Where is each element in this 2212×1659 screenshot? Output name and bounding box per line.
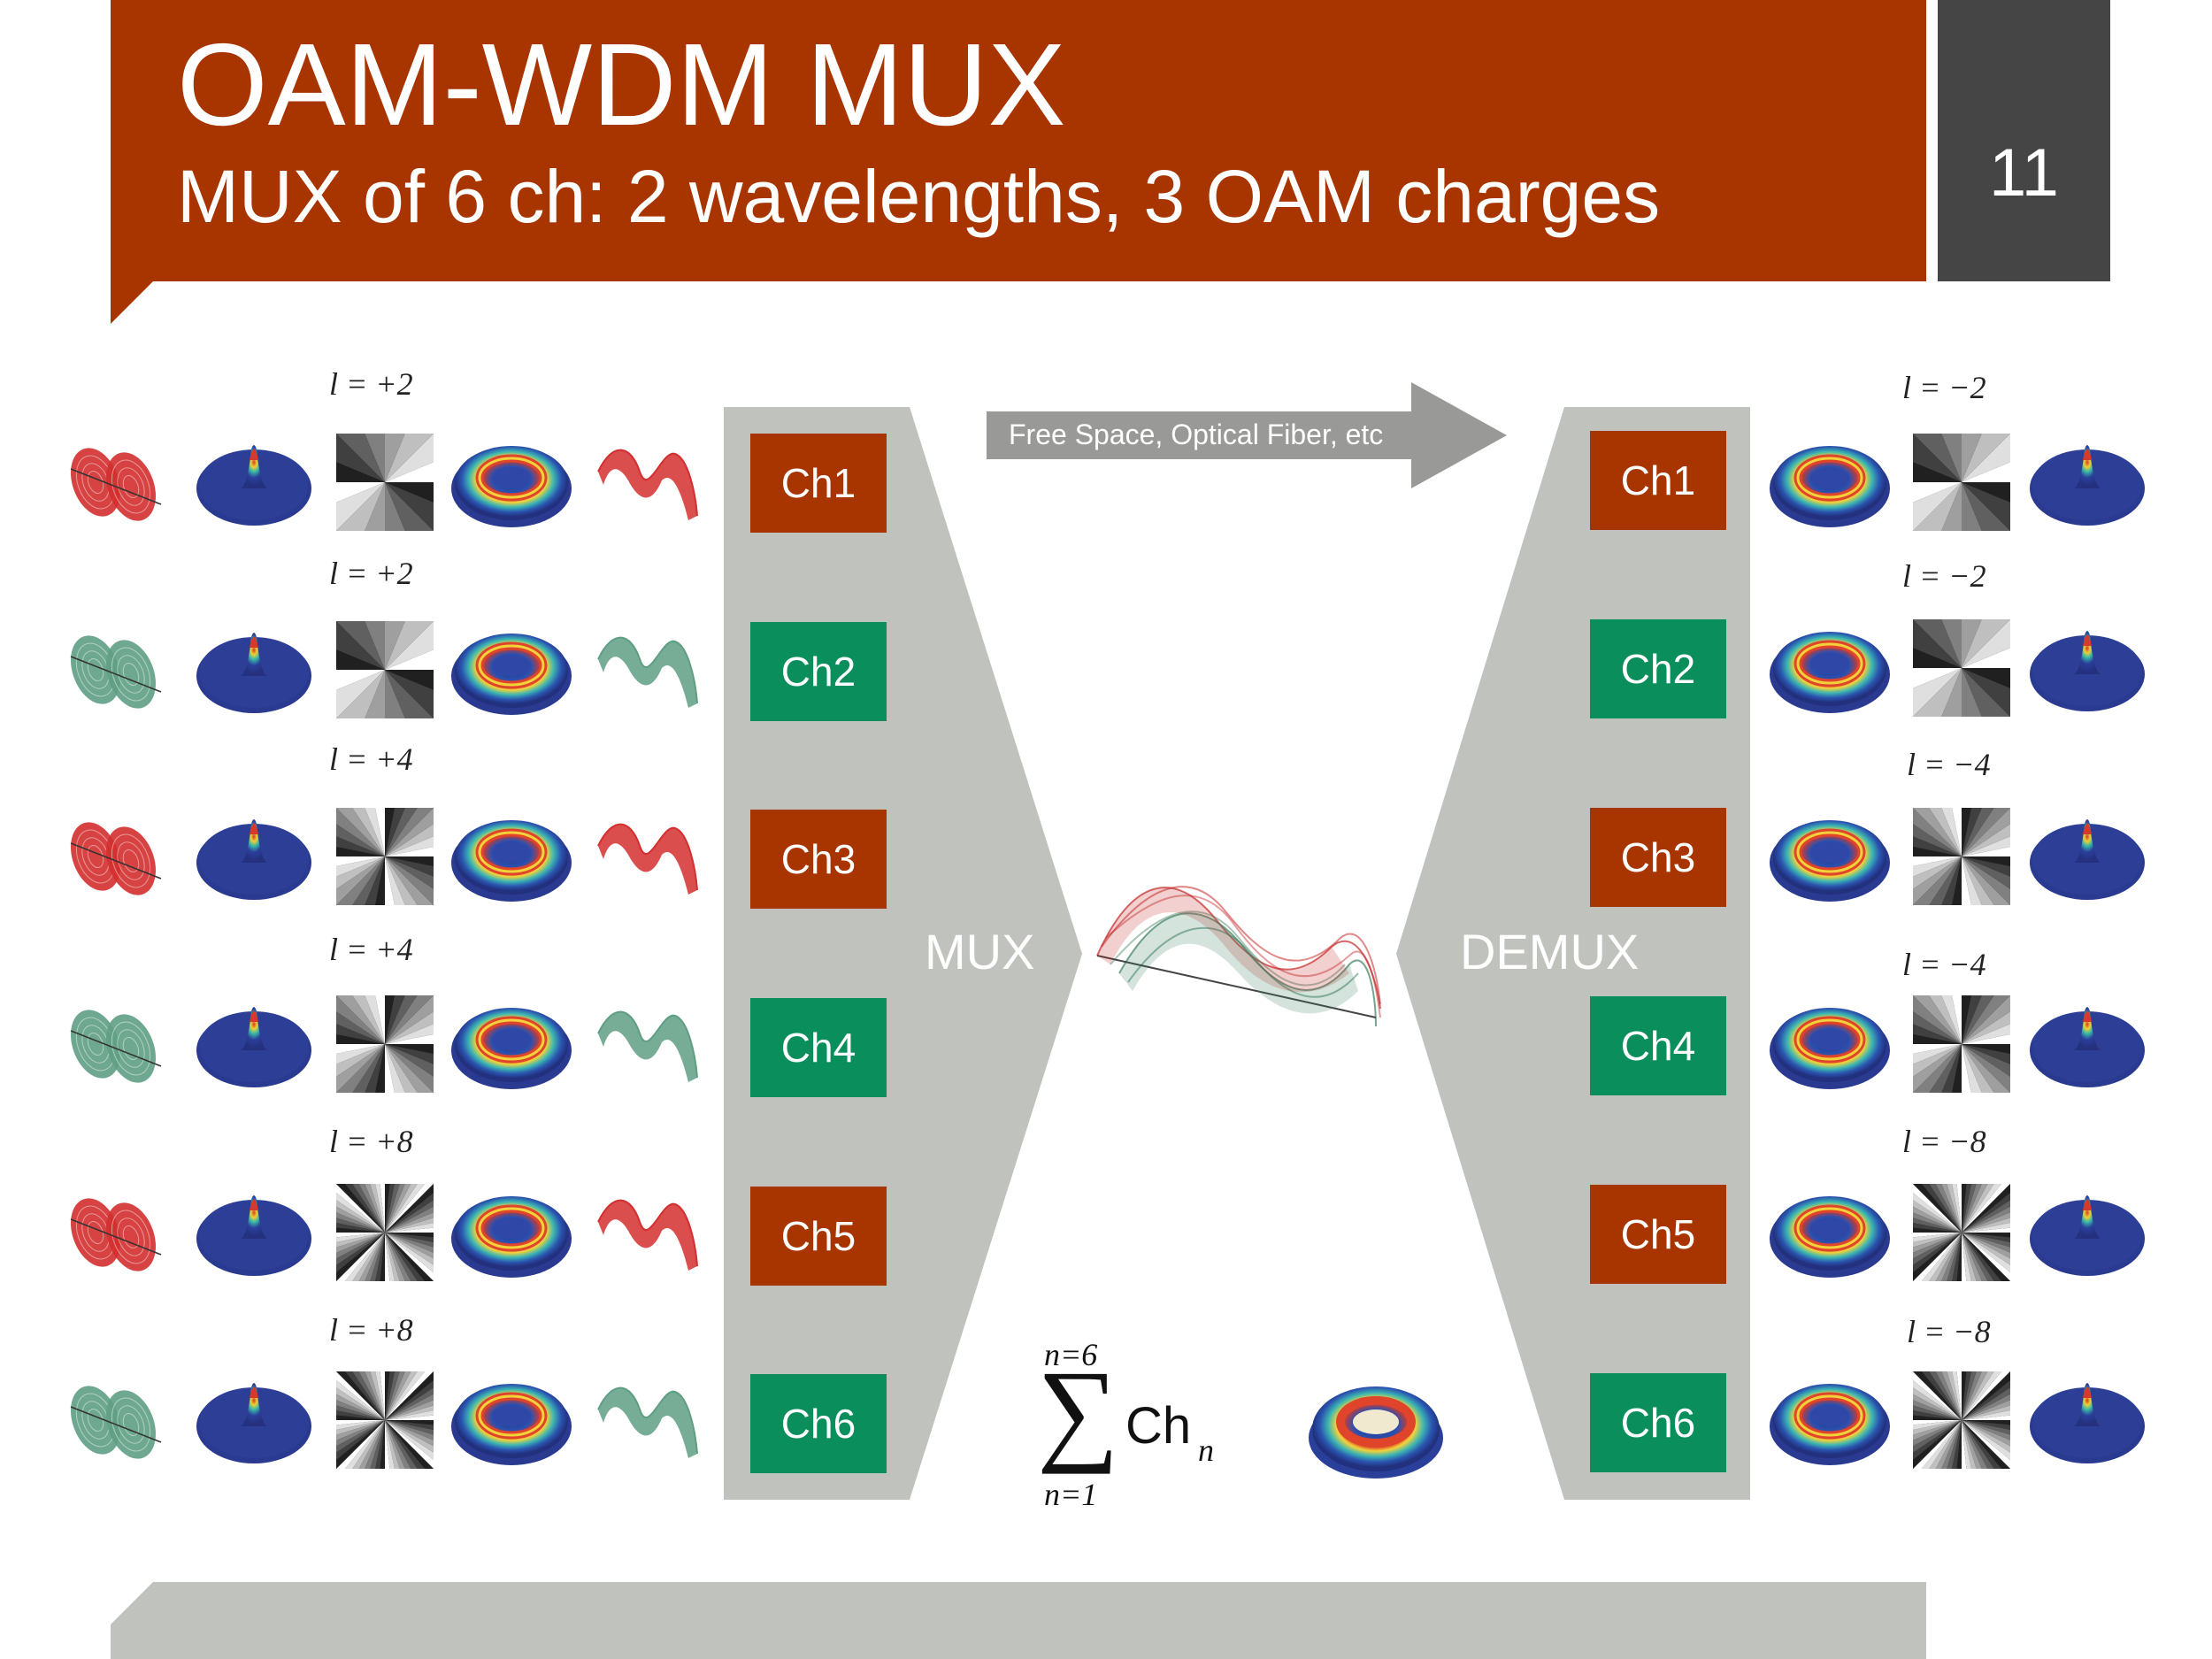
right-charge-label-2: l = −2 [1902, 558, 1986, 594]
phase-mask-icon [336, 1184, 434, 1281]
sum-symbol: ∑ [1037, 1348, 1119, 1475]
gaussian-beam-icon [2030, 445, 2145, 526]
gaussian-beam-icon [196, 1007, 311, 1087]
oam-ring-beam-icon [1770, 632, 1890, 713]
demux-channel-5: Ch5 [1590, 1185, 1726, 1284]
red-helix-icon [70, 822, 162, 895]
phase-mask-icon [336, 621, 434, 718]
phase-mask-icon [336, 995, 434, 1093]
oam-ring-beam-icon [451, 1008, 572, 1089]
footer-bar [111, 1582, 1926, 1659]
phase-mask-icon [336, 434, 434, 531]
gaussian-beam-icon [196, 1195, 311, 1276]
oam-ring-beam-icon [451, 820, 572, 902]
phase-mask-icon [1913, 995, 2010, 1093]
demux-channel-4: Ch4 [1590, 996, 1726, 1095]
slide-subtitle: MUX of 6 ch: 2 wavelengths, 3 OAM charge… [177, 155, 1661, 238]
left-charge-label-5: l = +8 [329, 1124, 413, 1159]
title-bar-tail [111, 281, 153, 324]
red-helix-icon [70, 1198, 162, 1271]
gaussian-beam-icon [2030, 1195, 2145, 1276]
demux-channel-1: Ch1 [1590, 431, 1726, 530]
oam-ring-beam-icon [451, 446, 572, 527]
sum-expression: n=6 ∑ Ch n n=1 [1037, 1336, 1249, 1522]
wavefront-icon [597, 449, 698, 520]
red-helix-icon [70, 448, 162, 521]
phase-mask-icon [336, 1371, 434, 1469]
mux-channel-4: Ch4 [750, 998, 887, 1097]
title-bar [111, 0, 1926, 281]
oam-ring-beam-icon [1770, 820, 1890, 902]
oam-ring-beam-icon [451, 1196, 572, 1278]
mux-channel-2: Ch2 [750, 622, 887, 721]
mux-channel-5: Ch5 [750, 1187, 887, 1286]
phase-mask-icon [1913, 808, 2010, 905]
demux-channel-3: Ch3 [1590, 808, 1726, 907]
oam-ring-beam-icon [1770, 1196, 1890, 1278]
sum-term-subscript: n [1198, 1432, 1214, 1468]
left-charge-label-2: l = +2 [329, 556, 413, 591]
phase-mask-icon [1913, 434, 2010, 531]
phase-mask-icon [1913, 1184, 2010, 1281]
wavefront-icon [597, 636, 698, 708]
wavefront-icon [597, 1386, 698, 1458]
demux-label: DEMUX [1460, 924, 1640, 979]
mux-channel-1: Ch1 [750, 434, 887, 533]
left-charge-label-1: l = +2 [329, 366, 413, 402]
phase-mask-icon [1913, 1371, 2010, 1469]
right-charge-label-6: l = −8 [1907, 1314, 1991, 1349]
gaussian-beam-icon [196, 633, 311, 713]
wavefront-icon [597, 1010, 698, 1082]
mux-channel-3: Ch3 [750, 810, 887, 909]
oam-ring-beam-icon [451, 634, 572, 715]
gaussian-beam-icon [2030, 1007, 2145, 1087]
gaussian-beam-icon [196, 1383, 311, 1463]
mux-channel-6: Ch6 [750, 1374, 887, 1473]
oam-ring-beam-icon [1770, 1384, 1890, 1465]
combined-ring-beam-icon [1309, 1386, 1443, 1479]
left-charge-label-4: l = +4 [329, 932, 413, 967]
phase-mask-icon [1913, 619, 2010, 717]
left-charge-label-3: l = +4 [329, 741, 413, 777]
gaussian-beam-icon [196, 819, 311, 900]
wavefront-icon [597, 823, 698, 895]
gaussian-beam-icon [2030, 631, 2145, 711]
left-charge-label-6: l = +8 [329, 1312, 413, 1348]
wavefront-icon [597, 1199, 698, 1271]
right-charge-label-1: l = −2 [1902, 370, 1986, 405]
mux-label: MUX [925, 924, 1035, 979]
green-helix-icon [70, 1010, 162, 1083]
sum-lower-limit: n=1 [1044, 1477, 1098, 1512]
right-charge-label-5: l = −8 [1902, 1124, 1986, 1159]
right-charge-label-4: l = −4 [1902, 947, 1986, 982]
sum-term: Ch [1125, 1397, 1192, 1455]
demux-channel-6: Ch6 [1590, 1373, 1726, 1472]
oam-ring-beam-icon [1770, 1008, 1890, 1089]
page-number: 11 [1989, 135, 2059, 211]
green-helix-icon [70, 1386, 162, 1459]
gaussian-beam-icon [2030, 819, 2145, 900]
transmission-arrow-label: Free Space, Optical Fiber, etc [1009, 419, 1384, 450]
page-number-box: 11 [1938, 0, 2110, 281]
oam-ring-beam-icon [451, 1384, 572, 1465]
slide-title: OAM-WDM MUX [177, 19, 1066, 150]
demux-channel-2: Ch2 [1590, 619, 1726, 718]
gaussian-beam-icon [196, 445, 311, 526]
oam-ring-beam-icon [1770, 446, 1890, 527]
right-charge-label-3: l = −4 [1907, 747, 1991, 782]
green-helix-icon [70, 635, 162, 709]
sum-upper-limit: n=6 [1044, 1337, 1098, 1372]
phase-mask-icon [336, 808, 434, 905]
gaussian-beam-icon [2030, 1383, 2145, 1463]
multiplexed-wave-icon [1096, 886, 1381, 1027]
